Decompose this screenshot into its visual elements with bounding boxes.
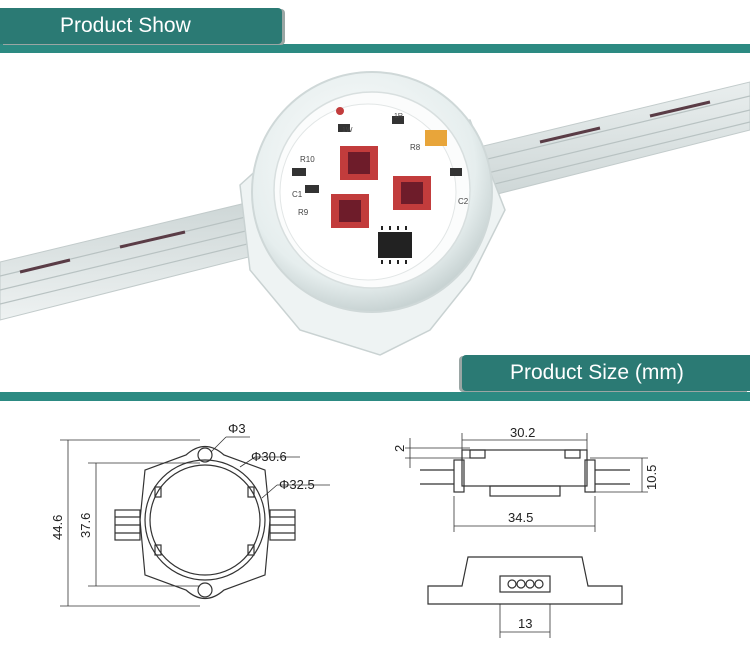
pcb-label-r9: R9 [298,208,309,217]
dim-top-offset: 2 [392,445,407,452]
dim-side-height: 10.5 [644,465,659,490]
front-view-dimension-lines [60,436,330,607]
top-accent-band [0,44,750,53]
dim-connector-width: 13 [518,616,532,631]
dimension-drawing: Φ3 Φ30.6 Φ32.5 44.6 37.6 30.2 34.5 2 10.… [50,421,659,638]
dim-total-height: 44.6 [50,515,65,540]
pcb-label-c2: C2 [458,197,469,206]
side-view-dimension-lines [405,433,648,532]
pcb-label-c1: C1 [292,190,303,199]
dim-hole-diameter: Φ3 [228,421,246,436]
front-view [114,445,296,600]
bottom-accent-band [0,392,750,401]
pcb-label-r8: R8 [410,143,421,152]
side-view [420,449,630,497]
dim-inner-diameter: Φ30.6 [251,449,287,464]
dim-outer-diameter: Φ32.5 [279,477,315,492]
product-size-heading: Product Size (mm) [462,355,750,391]
dim-hole-spacing: 37.6 [78,513,93,538]
product-photo: R10 R9 R8 C1 C2 1W 1R [0,71,750,356]
dim-bottom-width: 34.5 [508,510,533,525]
pcb-label-1w: 1W [342,127,353,134]
product-show-heading: Product Show [0,8,282,44]
bottom-view [427,556,623,605]
pcb-label-r10: R10 [300,155,315,164]
bottom-view-dimension-lines [499,604,551,638]
dim-top-width: 30.2 [510,425,535,440]
led-pcb: R10 R9 R8 C1 C2 1W 1R [279,103,469,281]
pcb-label-1r: 1R [394,113,403,120]
